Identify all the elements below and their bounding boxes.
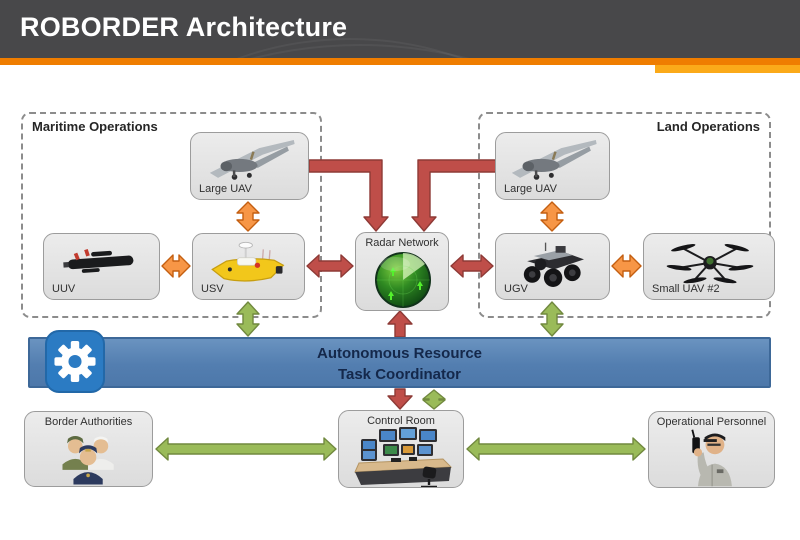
accent-stripe-gold xyxy=(655,65,800,73)
header-decor-arc xyxy=(10,44,710,58)
large-uav-icon xyxy=(209,139,295,180)
usv-icon xyxy=(211,241,285,282)
ugv-icon xyxy=(523,242,585,287)
control-room-icon xyxy=(354,427,453,487)
node-radar-network: Radar Network xyxy=(355,232,449,311)
coordinator-line2: Task Coordinator xyxy=(337,366,462,383)
coordinator-text: Autonomous Resource Task Coordinator xyxy=(30,343,769,385)
node-label: Operational Personnel xyxy=(656,416,767,428)
slide-header: ROBORDER Architecture xyxy=(0,0,800,58)
arrow-coordinator-to-radar xyxy=(387,310,413,338)
node-large-uav-maritime: Large UAV xyxy=(190,132,309,200)
coordinator-line1: Autonomous Resource xyxy=(316,345,482,362)
node-small-uav-2: Small UAV #2 xyxy=(643,233,775,300)
node-operational-personnel: Operational Personnel xyxy=(648,411,775,488)
node-uuv: UUV xyxy=(43,233,160,300)
node-large-uav-land: Large UAV xyxy=(495,132,610,200)
node-label: UGV xyxy=(504,283,528,295)
page-title: ROBORDER Architecture xyxy=(20,12,348,42)
coordinator-gear-badge xyxy=(45,330,105,393)
node-label: Small UAV #2 xyxy=(652,283,720,295)
arrow-controlroom-personnel xyxy=(466,437,646,461)
arrow-coordinator-controlroom-green xyxy=(422,389,446,410)
node-usv: USV xyxy=(192,233,305,300)
node-label: Border Authorities xyxy=(44,416,133,428)
node-label: USV xyxy=(201,283,224,295)
hexacopter-icon xyxy=(666,244,754,284)
node-control-room: Control Room xyxy=(338,410,464,488)
node-label: Large UAV xyxy=(199,183,252,195)
group-label: Land Operations xyxy=(656,119,760,134)
autonomous-resource-task-coordinator-bar: Autonomous Resource Task Coordinator xyxy=(28,337,771,388)
accent-stripe-orange xyxy=(0,58,800,65)
node-label: Radar Network xyxy=(365,237,439,249)
border-authorities-icon xyxy=(62,436,114,485)
large-uav-icon xyxy=(511,139,597,180)
node-label: Control Room xyxy=(367,415,435,427)
arrow-border-controlroom xyxy=(155,437,337,461)
arrow-coordinator-to-controlroom xyxy=(387,388,413,410)
group-label: Maritime Operations xyxy=(32,119,158,134)
uuv-icon xyxy=(63,248,134,273)
node-label: UUV xyxy=(52,283,76,295)
node-border-authorities: Border Authorities xyxy=(24,411,153,487)
node-ugv: UGV xyxy=(495,233,610,300)
node-label: Large UAV xyxy=(504,183,557,195)
operational-personnel-icon xyxy=(691,429,732,487)
radar-icon xyxy=(375,252,431,308)
gear-icon xyxy=(54,340,96,383)
